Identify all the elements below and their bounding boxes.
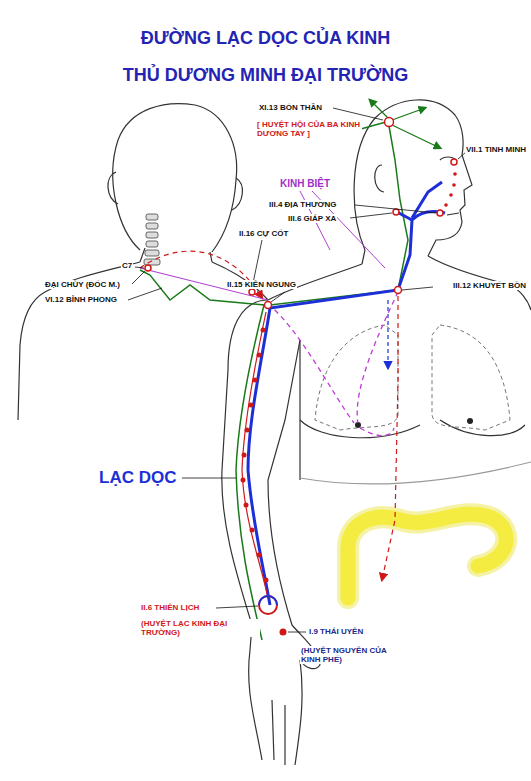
point-label: II.6 THIÊN LỊCH [140,603,200,612]
diagram-title: ĐƯỜNG LẠC DỌC CỦA KINH THỦ DƯƠNG MINH ĐẠ… [80,20,451,94]
point-label: XI.13 BỔN THẦN [258,103,323,112]
note-label: [ HUYỆT HỘI CỦA BA KINH DƯƠNG TAY ] [256,120,362,138]
vessel-label: LẠC DỌC [98,468,177,488]
point-label: III.6 GIÁP XA [287,214,337,223]
branch-label: KINH BIỆT [279,178,331,190]
note-label: (HUYỆT NGUYÊN CỦA KINH PHẾ) [300,646,396,664]
point-label: VI.12 BỈNH PHONG [44,295,118,304]
point-label: III.4 ĐỊA THƯƠNG [268,200,337,209]
point-label: VII.1 TINH MINH [465,145,527,154]
point-label: ĐẠI CHÙY (ĐỐC M.) [44,280,121,289]
point-label: II.15 KIÊN NGUNG [226,280,297,289]
note-label: (HUYỆT LẠC KINH ĐẠI TRƯỜNG) [140,619,260,637]
point-label: III.12 KHUYẾT BỒN [452,281,527,290]
vertebra-label: C7 [121,261,133,270]
point-label: I.9 THÁI UYÊN [308,627,364,636]
point-label: II.16 CỰ CỐT [238,229,289,238]
